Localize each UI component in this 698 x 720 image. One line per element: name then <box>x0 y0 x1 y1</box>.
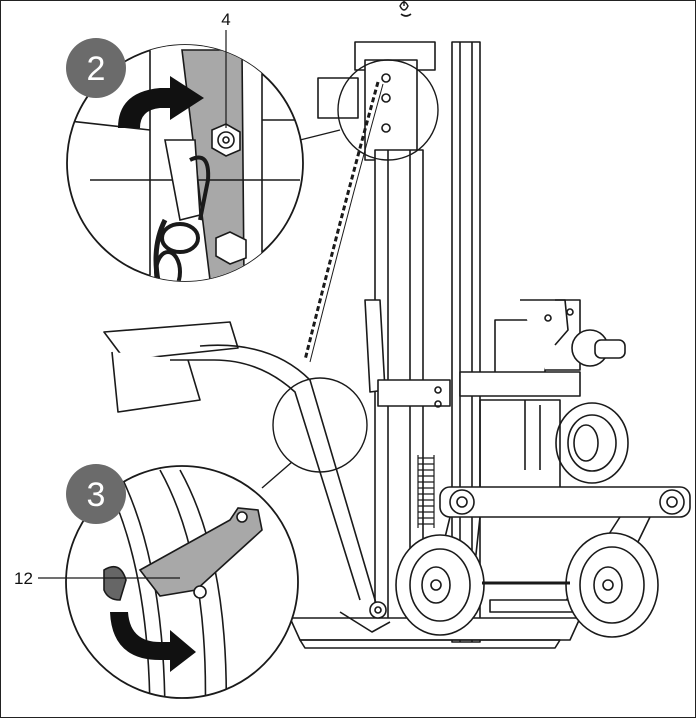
axle-beam <box>439 486 691 518</box>
step-3-badge <box>66 464 126 524</box>
return-spring <box>417 455 435 528</box>
lift-chain <box>303 81 380 361</box>
zoom-detail-locking-lever: 3 <box>65 464 299 699</box>
step-3-number: 3 <box>87 476 106 514</box>
step-2-badge <box>66 38 126 98</box>
chain-icon <box>399 0 412 17</box>
callout-4-label: 4 <box>221 10 230 29</box>
arrow-icon[interactable] <box>110 612 196 672</box>
zoom-connectors <box>261 59 439 489</box>
motor-assembly <box>459 299 629 491</box>
log-guard <box>103 321 239 361</box>
callout-12: 12 <box>14 569 180 588</box>
hex-nut-icon <box>211 123 241 157</box>
callout-4: 4 <box>221 10 231 128</box>
arrow-icon[interactable] <box>118 76 204 128</box>
zoom-detail-chain-nut: 2 <box>66 38 304 282</box>
pulley-wheel <box>555 402 629 484</box>
lever-icon <box>138 507 263 599</box>
callout-12-label: 12 <box>14 569 33 588</box>
wheel-icon <box>395 532 659 638</box>
machine-drawing <box>103 0 691 649</box>
step-2-number: 2 <box>87 50 106 88</box>
